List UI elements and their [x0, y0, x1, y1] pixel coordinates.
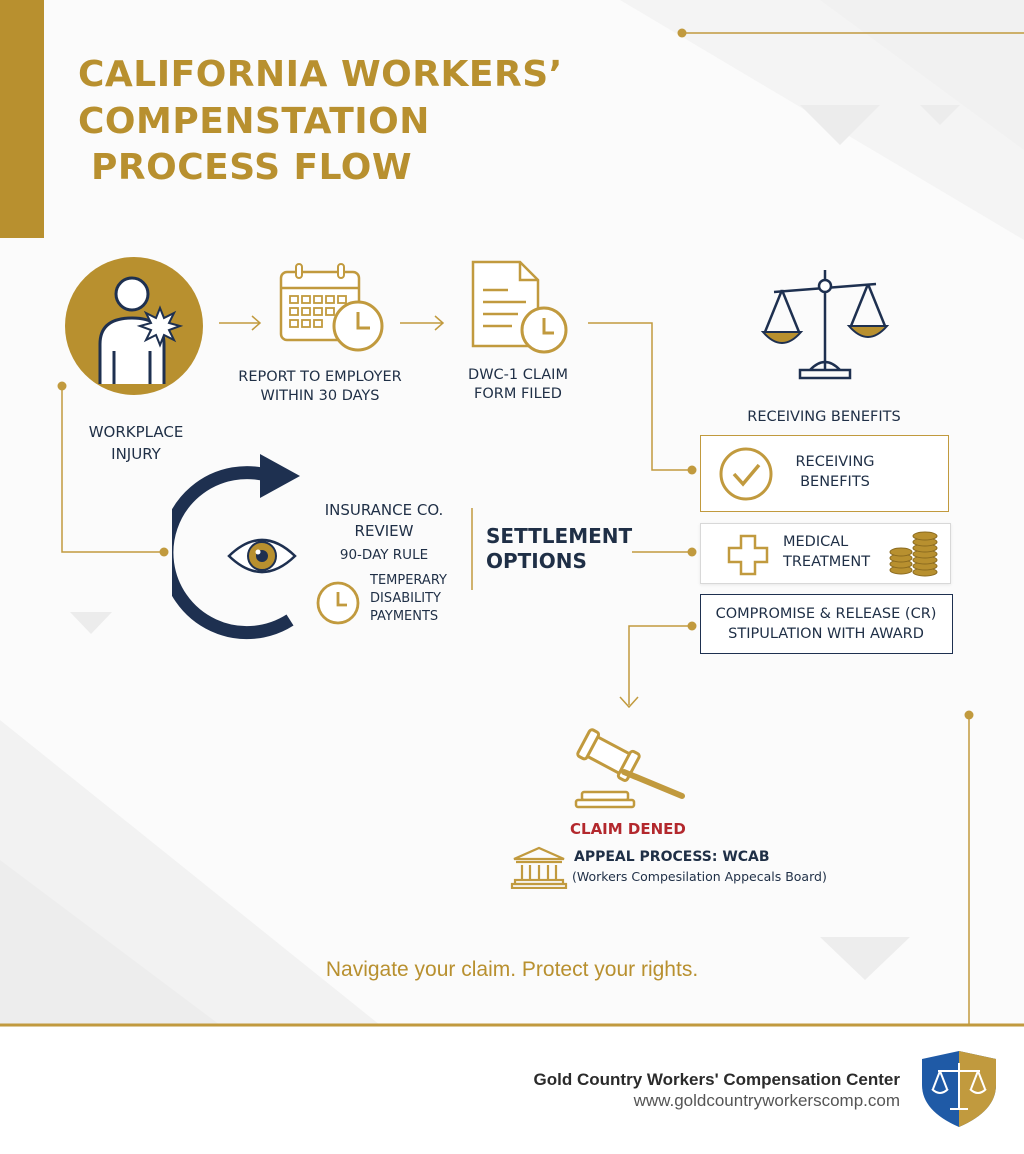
- insurance-review-label: INSURANCE CO. REVIEW: [324, 501, 444, 540]
- gavel-icon: [574, 728, 685, 809]
- checkmark-icon: [719, 447, 773, 501]
- appeal-board-label: (Workers Compesilation Appecals Board): [572, 869, 827, 884]
- title-line-2: COMPENSTATION: [78, 101, 430, 142]
- ninety-day-rule-label: 90-DAY RULE: [339, 547, 429, 563]
- medical-treatment-option-label: MEDICAL TREATMENT: [783, 534, 871, 570]
- report-employer-label: REPORT TO EMPLOYER WITHIN 30 DAYS: [238, 369, 402, 404]
- review-cycle-arrow-icon: [172, 454, 300, 640]
- title-accent-bar: [0, 0, 44, 238]
- settlement-options-label: SETTLEMENT OPTIONS: [486, 524, 633, 573]
- temporary-disability-label: TEMPERARY DISABILITY PAYMENTS: [370, 573, 447, 624]
- clock-icon: [316, 581, 360, 625]
- eye-icon: [227, 538, 297, 574]
- injured-worker-icon: [65, 257, 203, 395]
- shield-scales-logo-icon: [922, 1051, 996, 1127]
- medical-treatment-option[interactable]: MEDICAL TREATMENT: [700, 523, 951, 584]
- footer-website-link[interactable]: www.goldcountryworkerscomp.com: [633, 1091, 900, 1110]
- workplace-injury-label: WORKPLACE INJURY: [88, 423, 184, 463]
- coins-icon: [889, 531, 938, 577]
- title-line-1: CALIFORNIA WORKERS’: [78, 54, 563, 95]
- compromise-release-option[interactable]: COMPROMISE & RELEASE (CR) STIPULATION WI…: [700, 594, 953, 654]
- claim-form-label: DWC-1 CLAIM FORM FILED: [468, 367, 568, 402]
- courthouse-icon: [510, 846, 568, 889]
- receiving-benefits-option[interactable]: RECEIVING BENEFITS: [700, 435, 949, 512]
- title-line-3: PROCESS FLOW: [78, 147, 413, 188]
- scales-icon: [760, 270, 890, 380]
- tagline: Navigate your claim. Protect your rights…: [325, 958, 699, 981]
- document-clock-icon: [471, 260, 568, 354]
- receiving-benefits-heading: RECEIVING BENEFITS: [747, 409, 901, 425]
- compromise-release-option-label: COMPROMISE & RELEASE (CR) STIPULATION WI…: [715, 606, 937, 642]
- medical-cross-icon: [727, 534, 769, 576]
- footer-company-name: Gold Country Workers' Compensation Cente…: [533, 1070, 900, 1089]
- claim-denied-label: CLAIM DENED: [570, 820, 686, 838]
- calendar-clock-icon: [279, 263, 384, 352]
- receiving-benefits-option-label: RECEIVING BENEFITS: [795, 454, 875, 490]
- appeal-process-label: APPEAL PROCESS: WCAB: [574, 849, 770, 865]
